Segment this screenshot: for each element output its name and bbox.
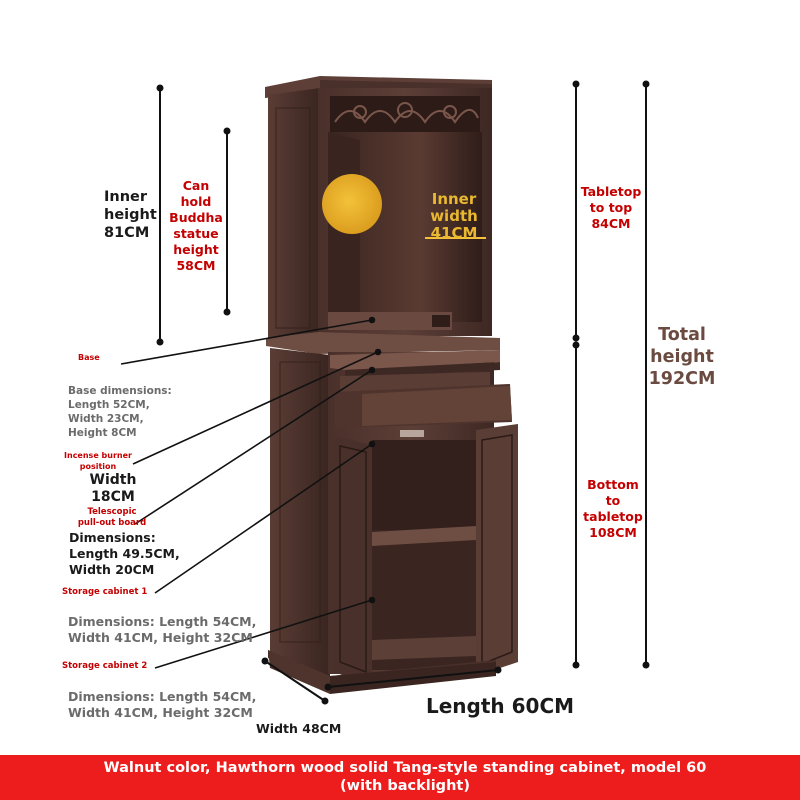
buddha-statue-label: Can hold Buddha statue height 58CM <box>169 178 223 273</box>
leader-lines <box>120 316 382 669</box>
incense-width-label: Width 18CM <box>89 472 137 505</box>
telescopic-board-label: Telescopic pull-out board <box>77 507 147 528</box>
banner-text: Walnut color, Hawthorn wood solid Tang-s… <box>103 760 707 794</box>
product-banner: Walnut color, Hawthorn wood solid Tang-s… <box>0 755 800 800</box>
total-height-label: Total height 192CM <box>648 325 716 389</box>
base-dimensions-label: Base dimensions: Length 52CM, Width 23CM… <box>68 385 172 439</box>
length-label: Length 60CM <box>426 694 575 718</box>
storage-cabinet-1-label: Storage cabinet 1 <box>62 587 148 597</box>
upper-cabinet <box>265 76 500 354</box>
bottom-to-tabletop-label: Bottom to tabletop 108CM <box>583 477 643 540</box>
board-dimensions-label: Dimensions: Length 49.5CM, Width 20CM <box>69 530 180 577</box>
lower-cabinet <box>268 348 518 694</box>
drawer <box>335 384 512 437</box>
cabinet-doors <box>334 424 518 686</box>
backlight-disc <box>322 174 382 234</box>
width-label: Width 48CM <box>256 721 342 736</box>
storage-cabinet-2-label: Storage cabinet 2 <box>62 661 148 671</box>
cabinet-1-dimensions-label: Dimensions: Length 54CM, Width 41CM, Hei… <box>68 614 257 645</box>
tabletop-to-top-label: Tabletop to top 84CM <box>580 184 642 231</box>
carved-frieze <box>334 102 479 124</box>
incense-burner-label: Incense burner position <box>64 451 132 471</box>
inner-height-label: Inner height 81CM <box>104 189 157 241</box>
dimension-lines <box>156 80 650 705</box>
cabinet-2-dimensions-label: Dimensions: Length 54CM, Width 41CM, Hei… <box>68 689 257 720</box>
base-label: Base <box>78 353 100 362</box>
inner-width-label: Inner width 41CM <box>430 190 478 242</box>
